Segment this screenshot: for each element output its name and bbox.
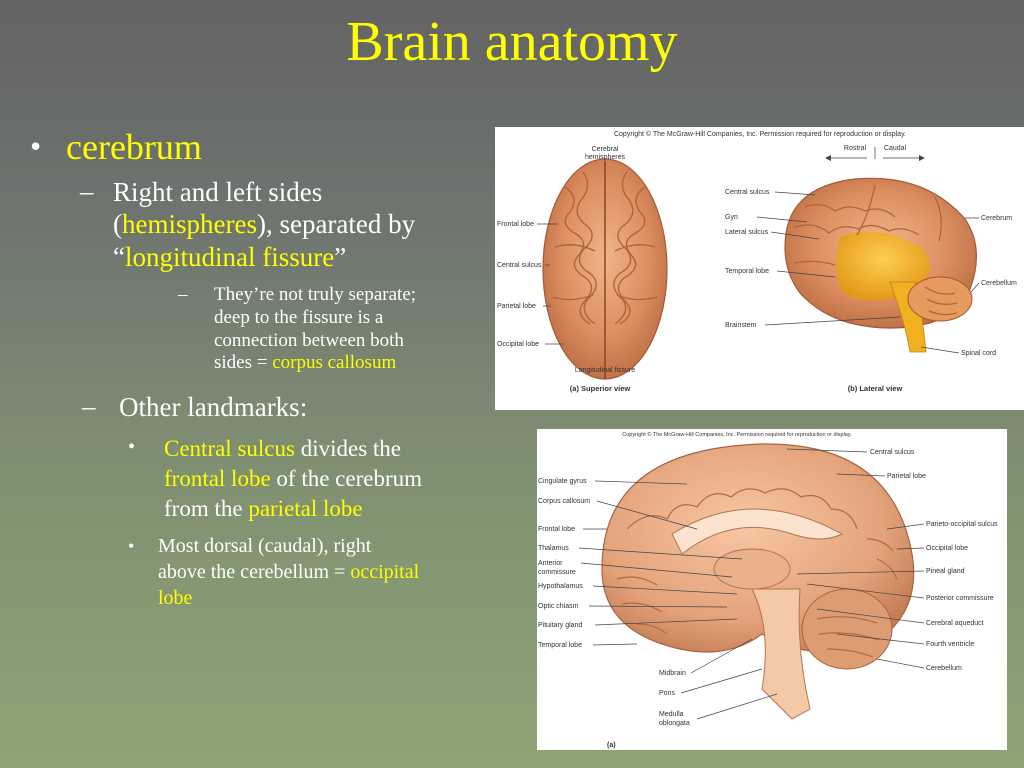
svg-text:Parieto-occipital sulcus: Parieto-occipital sulcus xyxy=(926,521,998,528)
term-frontal-lobe: frontal lobe xyxy=(164,465,271,491)
left-labels: Cingulate gyrus Corpus callosum Frontal … xyxy=(538,478,743,649)
svg-text:commissure: commissure xyxy=(538,569,576,576)
svg-text:Spinal cord: Spinal cord xyxy=(961,350,996,357)
bullet-marker: • xyxy=(30,128,42,164)
svg-text:Midbrain: Midbrain xyxy=(659,670,686,677)
svg-text:Frontal lobe: Frontal lobe xyxy=(497,221,534,228)
svg-text:oblongata: oblongata xyxy=(659,720,690,727)
svg-text:Cerebral: Cerebral xyxy=(592,146,619,153)
right-labels: Central sulcus Parietal lobe Parieto-occ… xyxy=(786,448,998,672)
lateral-labels: Rostral Caudal Central sulcus Gyri Later… xyxy=(725,145,1017,393)
bullet-hemispheres: Right and left sides (hemispheres), sepa… xyxy=(113,177,416,272)
svg-text:Anterior: Anterior xyxy=(538,560,563,567)
svg-text:Central sulcus: Central sulcus xyxy=(870,449,915,456)
term-hemispheres: hemispheres xyxy=(122,209,257,240)
dash-marker: – xyxy=(80,176,94,206)
bullet-other-landmarks: Other landmarks: xyxy=(119,392,308,422)
bullet-cerebrum: cerebrum xyxy=(66,127,202,167)
bullet-marker: • xyxy=(128,536,135,556)
svg-text:Central sulcus: Central sulcus xyxy=(725,189,770,196)
bottom-labels: Midbrain Pons Medulla oblongata (a) xyxy=(607,638,778,749)
svg-text:Pituitary gland: Pituitary gland xyxy=(538,622,582,629)
term-parietal-lobe: parietal lobe xyxy=(248,495,363,521)
dash-marker: – xyxy=(178,284,188,305)
svg-text:Lateral sulcus: Lateral sulcus xyxy=(725,229,769,236)
svg-text:Rostral: Rostral xyxy=(844,145,867,152)
svg-text:Brainstem: Brainstem xyxy=(725,322,757,329)
copyright-text: Copyright © The McGraw-Hill Companies, I… xyxy=(614,130,906,138)
svg-text:Occipital lobe: Occipital lobe xyxy=(497,341,539,348)
brain-superior-lateral-figure: Copyright © The McGraw-Hill Companies, I… xyxy=(495,127,1024,410)
svg-text:Parietal lobe: Parietal lobe xyxy=(497,303,536,310)
svg-text:Cerebral aqueduct: Cerebral aqueduct xyxy=(926,620,984,627)
superior-brain-illustration xyxy=(542,158,668,380)
term-occipital: occipital xyxy=(350,561,420,583)
svg-text:Longitudinal fissure: Longitudinal fissure xyxy=(575,367,635,374)
bullet-occipital-lobe: Most dorsal (caudal), right above the ce… xyxy=(158,535,420,609)
svg-text:Corpus callosum: Corpus callosum xyxy=(538,498,590,505)
brain-midsagittal-figure: Copyright © The McGraw-Hill Companies, I… xyxy=(537,429,1007,750)
svg-text:Parietal lobe: Parietal lobe xyxy=(887,473,926,480)
svg-text:Posterior commissure: Posterior commissure xyxy=(926,595,994,602)
bullet-marker: • xyxy=(128,436,136,458)
svg-text:Temporal lobe: Temporal lobe xyxy=(725,268,769,275)
svg-text:Cerebrum: Cerebrum xyxy=(981,215,1012,222)
midsagittal-caption: (a) xyxy=(607,742,616,749)
svg-text:Cerebellum: Cerebellum xyxy=(981,280,1017,287)
svg-text:Frontal lobe: Frontal lobe xyxy=(538,526,575,533)
svg-text:Optic chiasm: Optic chiasm xyxy=(538,603,579,610)
slide-title: Brain anatomy xyxy=(346,11,678,73)
svg-text:Pineal gland: Pineal gland xyxy=(926,568,965,575)
svg-text:Central sulcus: Central sulcus xyxy=(497,262,542,269)
superior-caption: (a) Superior view xyxy=(570,384,631,393)
lateral-caption: (b) Lateral view xyxy=(848,384,903,393)
svg-text:Cerebellum: Cerebellum xyxy=(926,665,962,672)
svg-text:Occipital lobe: Occipital lobe xyxy=(926,545,968,552)
superior-labels: Cerebral hemispheres Frontal lobe Centra… xyxy=(497,146,635,393)
svg-text:Fourth ventricle: Fourth ventricle xyxy=(926,641,974,648)
copyright-text: Copyright © The McGraw-Hill Companies, I… xyxy=(622,431,852,438)
svg-text:Gyri: Gyri xyxy=(725,214,738,221)
svg-text:Thalamus: Thalamus xyxy=(538,545,569,552)
term-longitudinal-fissure: longitudinal fissure xyxy=(124,241,335,272)
term-central-sulcus: Central sulcus xyxy=(164,436,295,461)
svg-text:hemispheres: hemispheres xyxy=(585,154,626,161)
dash-marker: – xyxy=(82,391,96,421)
svg-text:Temporal lobe: Temporal lobe xyxy=(538,642,582,649)
svg-text:Hypothalamus: Hypothalamus xyxy=(538,583,583,590)
svg-text:Pons: Pons xyxy=(659,690,675,697)
bullet-central-sulcus: Central sulcus divides the frontal lobe … xyxy=(164,436,422,521)
svg-text:Caudal: Caudal xyxy=(884,145,907,152)
midsagittal-brain-illustration xyxy=(601,443,915,720)
bullet-corpus-callosum-note: They’re not truly separate; deep to the … xyxy=(214,284,417,374)
lateral-brain-illustration xyxy=(784,177,978,353)
svg-text:Medulla: Medulla xyxy=(659,711,684,718)
svg-text:Cingulate gyrus: Cingulate gyrus xyxy=(538,478,587,485)
term-corpus-callosum: corpus callosum xyxy=(272,352,397,374)
